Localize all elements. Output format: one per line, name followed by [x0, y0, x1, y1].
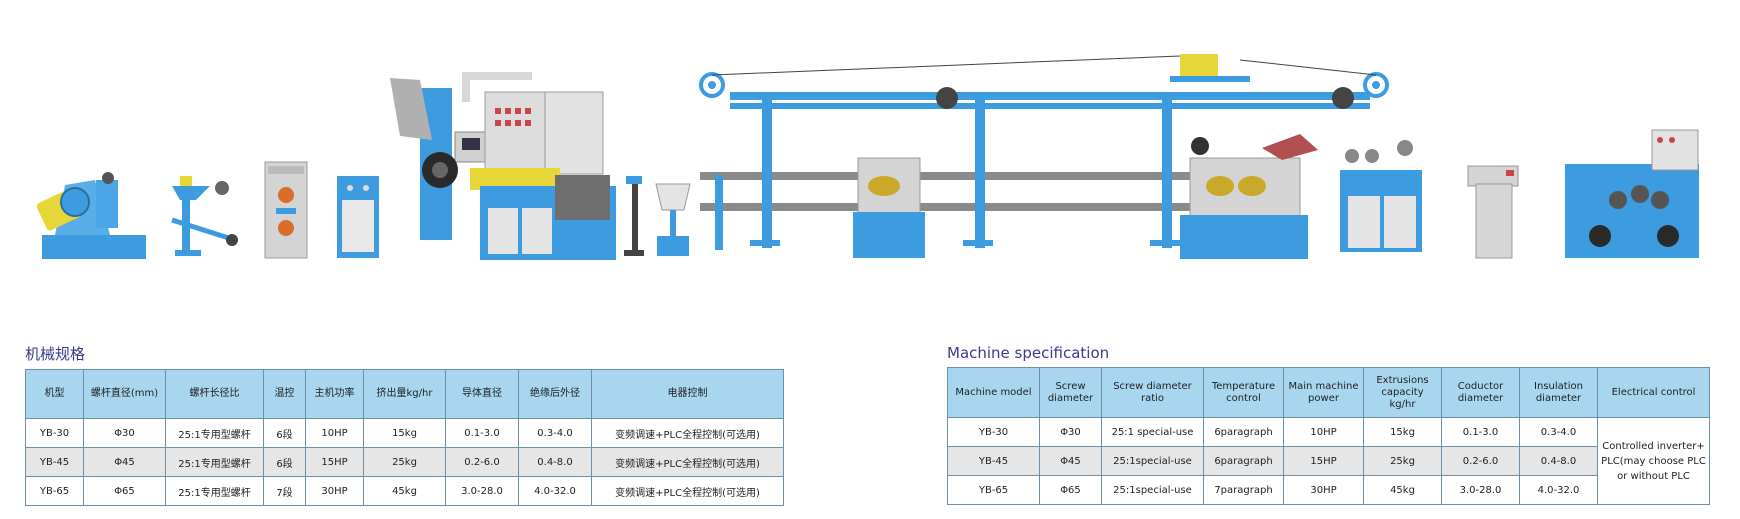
- cooling-trough-system: [699, 54, 1389, 250]
- table-cell: 30HP: [1283, 475, 1364, 505]
- table-cell: Φ30: [83, 418, 166, 448]
- en-header-cell: Extrusions capacity kg/hr: [1363, 367, 1442, 418]
- main-extruder-machine: [390, 72, 616, 260]
- en-spec-table: Machine model Screw diameter Screw diame…: [947, 367, 1710, 505]
- table-cell: 25:1special-use: [1101, 446, 1204, 476]
- accumulator-stand: [1340, 140, 1422, 252]
- table-cell: 25:1专用型螺杆: [165, 418, 264, 448]
- table-cell: Φ65: [83, 476, 166, 506]
- table-cell: 4.0-32.0: [1519, 475, 1598, 505]
- production-line-illustration: [36, 54, 1699, 260]
- table-cell: 25:1 special-use: [1101, 417, 1204, 447]
- table-cell: YB-30: [947, 417, 1040, 447]
- table-cell: 变频调速+PLC全程控制(可选用): [591, 418, 784, 448]
- table-cell: 6段: [263, 418, 306, 448]
- pre-heater-stand: [655, 183, 691, 256]
- table-cell: 25:1专用型螺杆: [165, 447, 264, 477]
- table-cell: 3.0-28.0: [445, 476, 519, 506]
- table-cell: 25kg: [363, 447, 446, 477]
- operator-console: [1467, 165, 1519, 259]
- cn-header-cell: 主机功率: [305, 369, 364, 419]
- cn-header-row: 机型 螺杆直径(mm) 螺杆长径比 温控 主机功率 挤出量kg/hr 导体直径 …: [25, 369, 784, 419]
- en-header-cell: Main machine power: [1283, 367, 1364, 418]
- table-cell: 变频调速+PLC全程控制(可选用): [591, 447, 784, 477]
- table-cell: 25kg: [1363, 446, 1442, 476]
- en-header-cell: Temperature control: [1203, 367, 1284, 418]
- table-cell: 15HP: [1283, 446, 1364, 476]
- capstan-unit-2: [1180, 134, 1318, 259]
- table-cell: 6paragraph: [1203, 446, 1284, 476]
- table-row: YB-45 Φ45 25:1专用型螺杆 6段 15HP 25kg 0.2-6.0…: [25, 447, 784, 477]
- table-cell: 0.2-6.0: [445, 447, 519, 477]
- table-row: YB-30 Φ30 25:1专用型螺杆 6段 10HP 15kg 0.1-3.0…: [25, 418, 784, 448]
- cn-header-cell: 导体直径: [445, 369, 519, 419]
- payoff-stand-machine: [36, 172, 146, 259]
- table-cell: Φ65: [1039, 475, 1102, 505]
- table-cell: 7段: [263, 476, 306, 506]
- en-header-row: Machine model Screw diameter Screw diame…: [947, 367, 1710, 418]
- table-cell: 6paragraph: [1203, 417, 1284, 447]
- cn-header-cell: 电器控制: [591, 369, 784, 419]
- spark-tester-cabinet: [264, 161, 308, 259]
- tension-stand-machine: [171, 176, 238, 256]
- table-row: YB-65 Φ65 25:1专用型螺杆 7段 30HP 45kg 3.0-28.…: [25, 476, 784, 506]
- cn-header-cell: 螺杆直径(mm): [83, 369, 166, 419]
- table-cell: YB-45: [947, 446, 1040, 476]
- take-up-machine: [1565, 129, 1699, 258]
- table-cell: Φ45: [83, 447, 166, 477]
- table-cell: 25:1special-use: [1101, 475, 1204, 505]
- table-cell: 3.0-28.0: [1441, 475, 1520, 505]
- diameter-gauge: [624, 176, 644, 256]
- cn-header-cell: 螺杆长径比: [165, 369, 264, 419]
- table-cell: 15kg: [363, 418, 446, 448]
- table-cell: 45kg: [363, 476, 446, 506]
- table-row: YB-45 Φ45 25:1special-use 6paragraph 15H…: [947, 446, 1710, 476]
- table-cell: 25:1专用型螺杆: [165, 476, 264, 506]
- table-cell: 4.0-32.0: [518, 476, 592, 506]
- table-cell: 0.1-3.0: [1441, 417, 1520, 447]
- table-cell: YB-65: [947, 475, 1040, 505]
- table-cell: 0.1-3.0: [445, 418, 519, 448]
- cn-header-cell: 温控: [263, 369, 306, 419]
- table-cell: 0.4-8.0: [518, 447, 592, 477]
- en-header-cell: Electrical control: [1597, 367, 1710, 418]
- table-cell: 30HP: [305, 476, 364, 506]
- en-header-cell: Machine model: [947, 367, 1040, 418]
- cn-header-cell: 机型: [25, 369, 84, 419]
- cn-header-cell: 绝缘后外径: [518, 369, 592, 419]
- table-cell: 0.4-8.0: [1519, 446, 1598, 476]
- table-cell: 15HP: [305, 447, 364, 477]
- cn-spec-title: 机械规格: [25, 345, 86, 363]
- control-cabinet-small: [337, 176, 379, 258]
- table-cell: YB-45: [25, 447, 84, 477]
- en-spec-title: Machine specification: [947, 344, 1110, 362]
- en-header-cell: Screw diameter: [1039, 367, 1102, 418]
- table-cell: 7paragraph: [1203, 475, 1284, 505]
- cn-spec-table: 机型 螺杆直径(mm) 螺杆长径比 温控 主机功率 挤出量kg/hr 导体直径 …: [25, 369, 784, 506]
- cn-header-cell: 挤出量kg/hr: [363, 369, 446, 419]
- table-cell: 0.3-4.0: [1519, 417, 1598, 447]
- en-header-cell: Screw diameter ratio: [1101, 367, 1204, 418]
- table-cell: 0.2-6.0: [1441, 446, 1520, 476]
- table-cell: YB-30: [25, 418, 84, 448]
- table-cell: 变频调速+PLC全程控制(可选用): [591, 476, 784, 506]
- table-cell: 10HP: [305, 418, 364, 448]
- en-header-cell: Coductor diameter: [1441, 367, 1520, 418]
- table-row: YB-30 Φ30 25:1 special-use 6paragraph 10…: [947, 417, 1710, 505]
- table-cell: YB-65: [25, 476, 84, 506]
- table-cell: 0.3-4.0: [518, 418, 592, 448]
- table-cell: Φ45: [1039, 446, 1102, 476]
- table-cell: Φ30: [1039, 417, 1102, 447]
- table-cell: 15kg: [1363, 417, 1442, 447]
- capstan-unit-1: [853, 157, 925, 258]
- table-cell: 6段: [263, 447, 306, 477]
- table-cell: 45kg: [1363, 475, 1442, 505]
- electrical-control-cell: Controlled inverter+ PLC(may choose PLC …: [1597, 417, 1710, 505]
- table-cell: 10HP: [1283, 417, 1364, 447]
- en-header-cell: Insulation diameter: [1519, 367, 1598, 418]
- table-row: YB-65 Φ65 25:1special-use 7paragraph 30H…: [947, 475, 1710, 505]
